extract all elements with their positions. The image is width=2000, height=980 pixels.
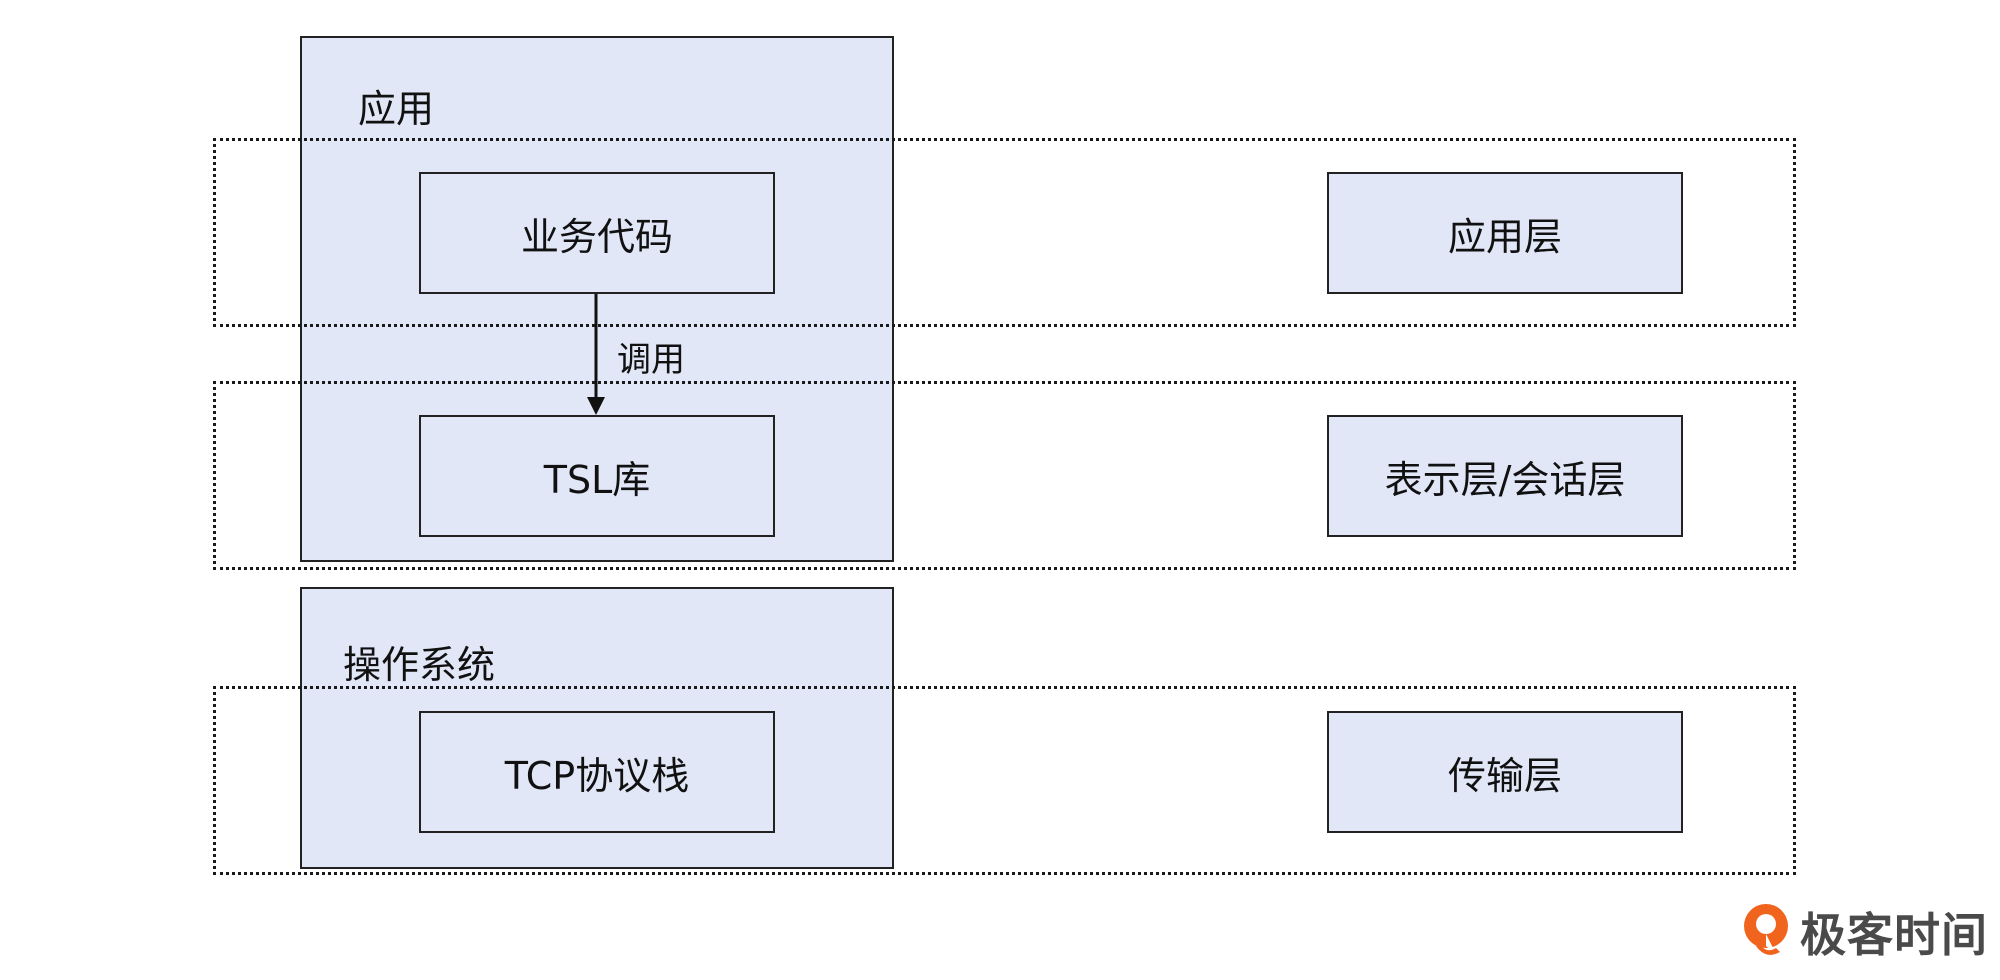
transport-layer-band [213,686,1796,875]
os-container-title: 操作系统 [343,643,496,687]
transport-layer-box: 传输层 [1327,711,1683,833]
geektime-logo: 极客时间 [1740,902,1988,962]
call-arrow-label: 调用 [617,340,685,380]
geektime-logo-icon [1744,904,1788,955]
tls-library-box: TSL库 [419,415,775,537]
geektime-logo-text: 极客时间 [1800,908,1988,962]
application-layer-box: 应用层 [1327,172,1683,294]
presentation-session-layer-band [213,381,1796,570]
app-container-title: 应用 [358,87,435,131]
business-code-box: 业务代码 [419,172,775,294]
presentation-session-layer-box: 表示层/会话层 [1327,415,1683,537]
tcp-stack-box: TCP协议栈 [419,711,775,833]
application-layer-band [213,138,1796,327]
